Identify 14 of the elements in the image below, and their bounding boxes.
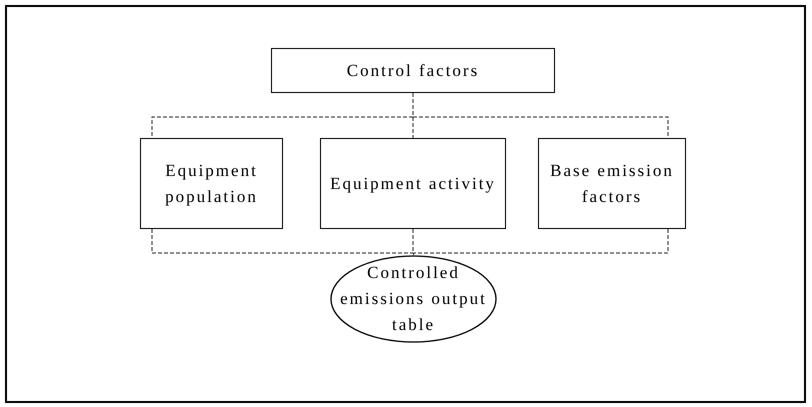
process-box xyxy=(140,138,283,229)
output-ellipse xyxy=(330,255,497,343)
node-text: Controlled emissions output table xyxy=(339,262,488,336)
process-box xyxy=(538,138,686,229)
node-text: Equipment activity xyxy=(329,172,497,195)
connector-line xyxy=(152,228,414,256)
process-box xyxy=(320,138,506,229)
node-text: Equipment population xyxy=(164,160,259,208)
connector-line xyxy=(412,92,668,138)
connector-line xyxy=(413,228,668,256)
connector-line xyxy=(412,228,414,256)
process-box xyxy=(271,48,555,93)
node-text: Base emission factors xyxy=(549,160,675,208)
node-text: Control factors xyxy=(346,60,480,82)
